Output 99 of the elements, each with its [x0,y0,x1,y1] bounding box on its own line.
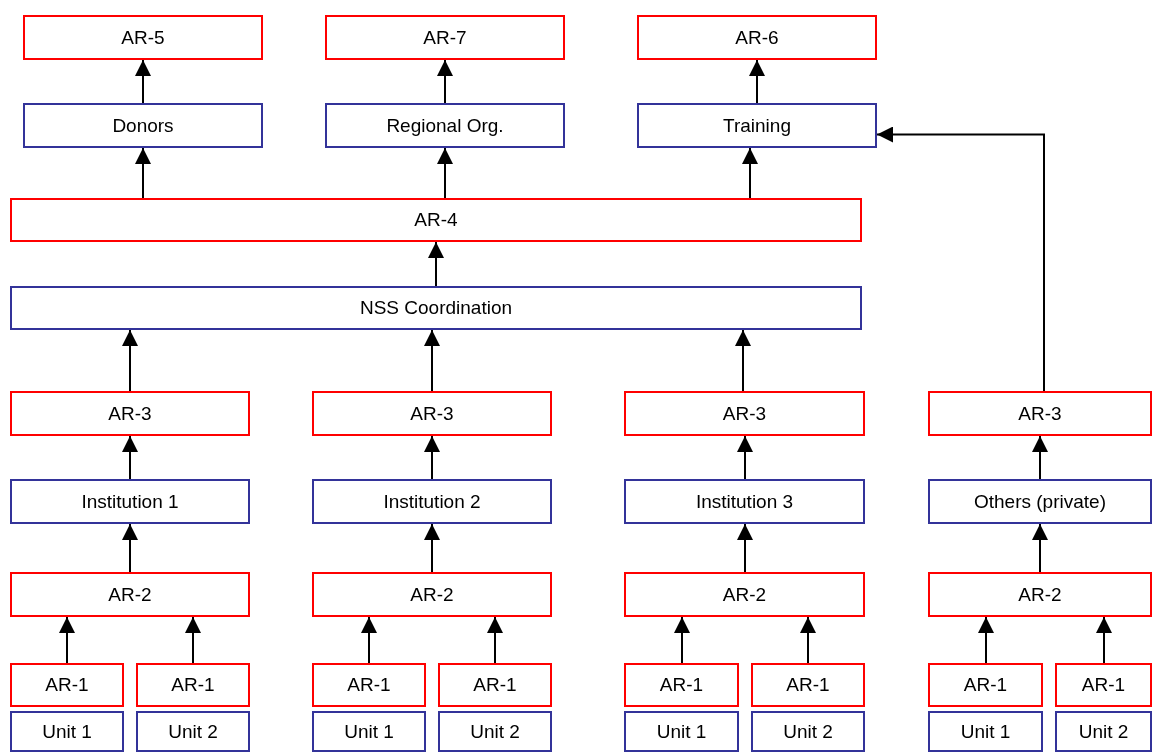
arrow [487,616,503,664]
process-box [312,391,552,436]
arrow [437,147,453,199]
box-label: Regional Org. [386,114,504,137]
process-box [136,711,250,752]
box-label: AR-7 [423,26,467,49]
box-label: AR-5 [121,26,165,49]
arrow [424,329,440,392]
process-box [23,103,263,148]
arrow [749,59,765,104]
box-label: AR-1 [171,674,215,696]
arrow [185,616,201,664]
box-label: AR-3 [1018,402,1062,425]
arrow [361,616,377,664]
arrow [1096,616,1112,664]
box-label: AR-2 [108,583,152,606]
box-label: Unit 2 [783,720,833,743]
box-label: AR-1 [347,674,391,696]
process-box [438,663,552,707]
arrow [876,126,1045,392]
box-label: AR-1 [963,674,1008,696]
box-label: AR-3 [108,402,152,425]
process-box [10,711,124,752]
process-box [624,479,865,524]
arrow [735,329,751,392]
process-box [624,711,739,752]
arrow [978,616,994,664]
process-box [624,391,865,436]
process-box [928,391,1152,436]
box-label: AR-3 [722,402,767,425]
process-box [1055,663,1152,707]
box-label: Unit 2 [1078,720,1129,743]
process-box [312,572,552,617]
box-label: Institution 2 [383,490,481,513]
arrow [135,147,151,199]
arrow [674,616,690,664]
box-label: NSS Coordination [359,297,513,319]
process-box [136,663,250,707]
process-box [312,711,426,752]
box-label: Others (private) [974,490,1106,513]
box-label: AR-2 [722,583,767,606]
box-label: AR-1 [45,674,89,696]
process-box [10,663,124,707]
box-label: AR-2 [410,583,454,606]
process-box [438,711,552,752]
process-box [751,663,865,707]
process-box [10,198,862,242]
box-label: Training [723,114,791,137]
box-label: Unit 2 [470,720,520,743]
box-label: Unit 1 [656,720,707,743]
process-box [637,103,877,148]
box-label: AR-4 [414,209,458,231]
process-box [928,572,1152,617]
process-box [325,103,565,148]
box-label: Institution 1 [81,490,179,513]
box-label: Donors [112,114,174,137]
arrow [59,616,75,664]
arrow [742,147,758,199]
process-box [10,479,250,524]
box-label: AR-6 [735,26,779,49]
arrow [800,616,816,664]
process-box [624,572,865,617]
box-label: AR-2 [1018,583,1062,606]
arrow [122,329,138,392]
box-label: Institution 3 [695,490,794,513]
box-label: Unit 1 [344,720,394,743]
box-label: Unit 1 [960,720,1011,743]
process-box [312,479,552,524]
process-box [10,286,862,330]
process-box [10,572,250,617]
arrow [122,523,138,573]
process-box [928,711,1043,752]
arrow [424,523,440,573]
arrow [737,523,753,573]
process-box [325,15,565,60]
arrow [1032,523,1048,573]
box-label: Unit 2 [168,720,218,743]
box-label: AR-1 [473,674,517,696]
process-box [1055,711,1152,752]
box-label: AR-1 [786,674,830,696]
arrow [424,435,440,480]
arrow [737,435,753,480]
arrow [1032,435,1048,480]
process-box [624,663,739,707]
process-box [751,711,865,752]
box-label: Unit 1 [42,720,92,743]
process-box [928,663,1043,707]
process-box [928,479,1152,524]
process-box [312,663,426,707]
box-label: AR-1 [659,674,704,696]
arrow [122,435,138,480]
arrow [135,59,151,104]
process-box [10,391,250,436]
box-label: AR-3 [410,402,454,425]
process-box [23,15,263,60]
arrow [437,59,453,104]
box-label: AR-1 [1081,674,1126,696]
arrow [428,241,444,287]
process-box [637,15,877,60]
